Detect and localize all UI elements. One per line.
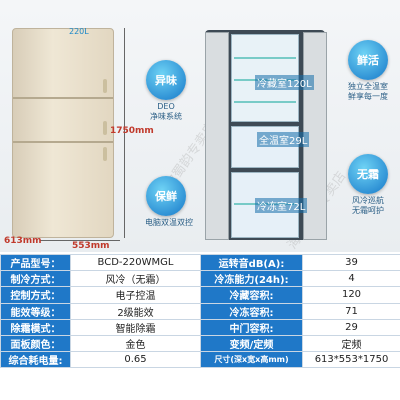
table-row: 控制方式：电子控温冷藏容积:120 bbox=[0, 286, 400, 304]
table-row: 除霜模式：智能除霜中门容积:29 bbox=[0, 318, 400, 336]
door-seam bbox=[13, 141, 113, 143]
spec-value: 39 bbox=[302, 253, 400, 272]
spec-value: 2级能效 bbox=[70, 302, 201, 320]
spec-label: 能效等级： bbox=[0, 302, 71, 320]
door-handle bbox=[103, 121, 107, 135]
shelf bbox=[234, 101, 296, 103]
freezer-volume-label: 冷冻室72L bbox=[255, 198, 308, 213]
spec-value: BCD-220WMGL bbox=[70, 253, 201, 272]
product-image-area: 海尔蜀韵专卖店 海尔蜀韵专卖店 海尔蜀韵专卖店 220L 1750mm 613m… bbox=[0, 0, 400, 252]
feature-text-fresh: 独立全温室 鲜享每一度 bbox=[348, 82, 388, 101]
spec-value: 智能除霜 bbox=[70, 318, 201, 336]
fridge-interior: 冷藏室120L 全温室29L 冷冻室72L bbox=[205, 30, 327, 240]
spec-value: 0.65 bbox=[70, 351, 201, 369]
spec-label: 尺寸(深x宽x高mm) bbox=[200, 351, 303, 369]
door-handle bbox=[103, 79, 107, 93]
feature-text-odor: DEO 净味系统 bbox=[150, 102, 182, 121]
fridge-volume-label: 冷藏室120L bbox=[255, 75, 314, 90]
spec-value: 电子控温 bbox=[70, 286, 201, 304]
fridge-exterior: 220L bbox=[12, 27, 114, 238]
feature-badge-frost-free: 无霜 bbox=[348, 154, 388, 194]
door-handle bbox=[103, 147, 107, 161]
height-dimension: 1750mm bbox=[110, 126, 154, 136]
width-dimension-line bbox=[40, 240, 120, 241]
spec-label: 综合耗电量: bbox=[0, 351, 71, 369]
spec-value: 120 bbox=[302, 286, 400, 304]
spec-value: 风冷（无霜） bbox=[70, 270, 201, 288]
table-row: 制冷方式：风冷（无霜）冷冻能力(24h):4 bbox=[0, 270, 400, 288]
door-seam bbox=[13, 97, 113, 99]
open-door-left bbox=[205, 32, 229, 240]
spec-label: 变频/定频 bbox=[200, 334, 303, 353]
volume-badge: 220L bbox=[69, 27, 89, 36]
spec-label: 制冷方式： bbox=[0, 270, 71, 288]
spec-value: 4 bbox=[302, 270, 400, 288]
shelf bbox=[234, 57, 296, 59]
spec-value: 金色 bbox=[70, 334, 201, 353]
spec-label: 中门容积: bbox=[200, 318, 303, 336]
feature-badge-freshness: 保鲜 bbox=[146, 176, 186, 216]
spec-label: 控制方式： bbox=[0, 286, 71, 304]
spec-label: 冷冻容积: bbox=[200, 302, 303, 320]
table-row: 面板颜色：金色变频/定频定频 bbox=[0, 334, 400, 353]
spec-label: 运转音dB(A): bbox=[200, 253, 303, 272]
spec-value: 613*553*1750 bbox=[302, 351, 400, 369]
spec-label: 面板颜色： bbox=[0, 334, 71, 353]
spec-label: 除霜模式： bbox=[0, 318, 71, 336]
spec-label: 冷冻能力(24h): bbox=[200, 270, 303, 288]
flex-volume-label: 全温室29L bbox=[257, 132, 310, 147]
feature-text-freshness: 电脑双温双控 bbox=[145, 218, 193, 227]
height-dimension-line bbox=[124, 28, 125, 238]
spec-value: 定频 bbox=[302, 334, 400, 353]
table-row: 能效等级：2级能效冷冻容积:71 bbox=[0, 302, 400, 320]
feature-text-frost-free: 风冷巡航 无霜呵护 bbox=[352, 196, 384, 215]
spec-value: 71 bbox=[302, 302, 400, 320]
depth-dimension: 613mm bbox=[4, 236, 42, 246]
feature-badge-odor: 异味 bbox=[146, 60, 186, 100]
spec-label: 冷藏容积: bbox=[200, 286, 303, 304]
spec-label: 产品型号： bbox=[0, 253, 71, 272]
feature-badge-fresh: 鲜活 bbox=[348, 40, 388, 80]
width-dimension: 553mm bbox=[72, 241, 110, 251]
spec-value: 29 bbox=[302, 318, 400, 336]
